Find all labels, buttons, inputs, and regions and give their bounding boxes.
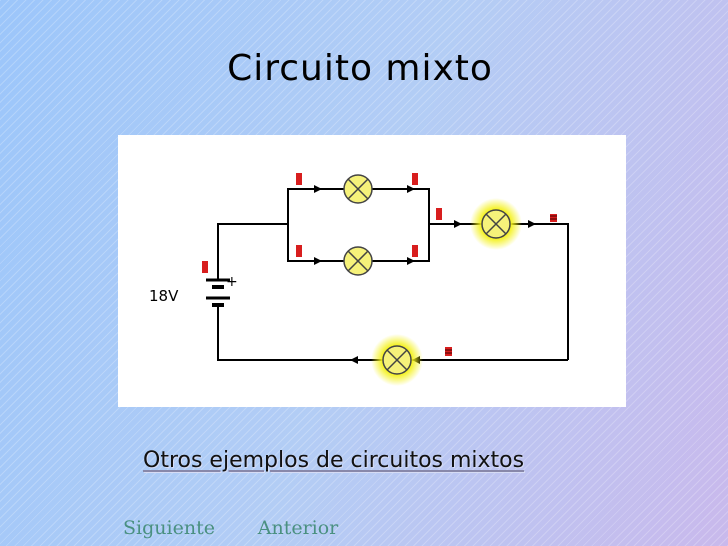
lamp-parallel-bottom	[343, 246, 373, 276]
next-button[interactable]: Siguiente	[123, 517, 215, 539]
examples-link[interactable]: Otros ejemplos de circuitos mixtos	[143, 448, 525, 473]
circuit-diagram-svg: + 18V	[149, 173, 569, 386]
wire-bottom	[217, 319, 568, 361]
lamp-series-bottom	[371, 334, 423, 386]
probe-bottom-right	[412, 245, 418, 257]
wire-left-top	[217, 223, 288, 265]
slide-title: Circuito mixto	[227, 48, 493, 89]
lamp-series-top	[470, 198, 522, 250]
battery-label: 18V	[149, 287, 179, 305]
previous-button[interactable]: Anterior	[257, 517, 339, 539]
probe-battery	[202, 261, 208, 273]
battery-plus-sign: +	[226, 274, 238, 290]
lamp-parallel-top	[343, 174, 373, 204]
circuit-diagram: + 18V	[118, 135, 626, 407]
battery-symbol	[206, 265, 230, 319]
ammeter-probes	[202, 173, 442, 273]
probe-series-left	[436, 208, 442, 220]
probe-bottom-left	[296, 245, 302, 257]
ammeter-probes-striped	[445, 214, 557, 356]
probe-top-right	[412, 173, 418, 185]
probe-top-left	[296, 173, 302, 185]
